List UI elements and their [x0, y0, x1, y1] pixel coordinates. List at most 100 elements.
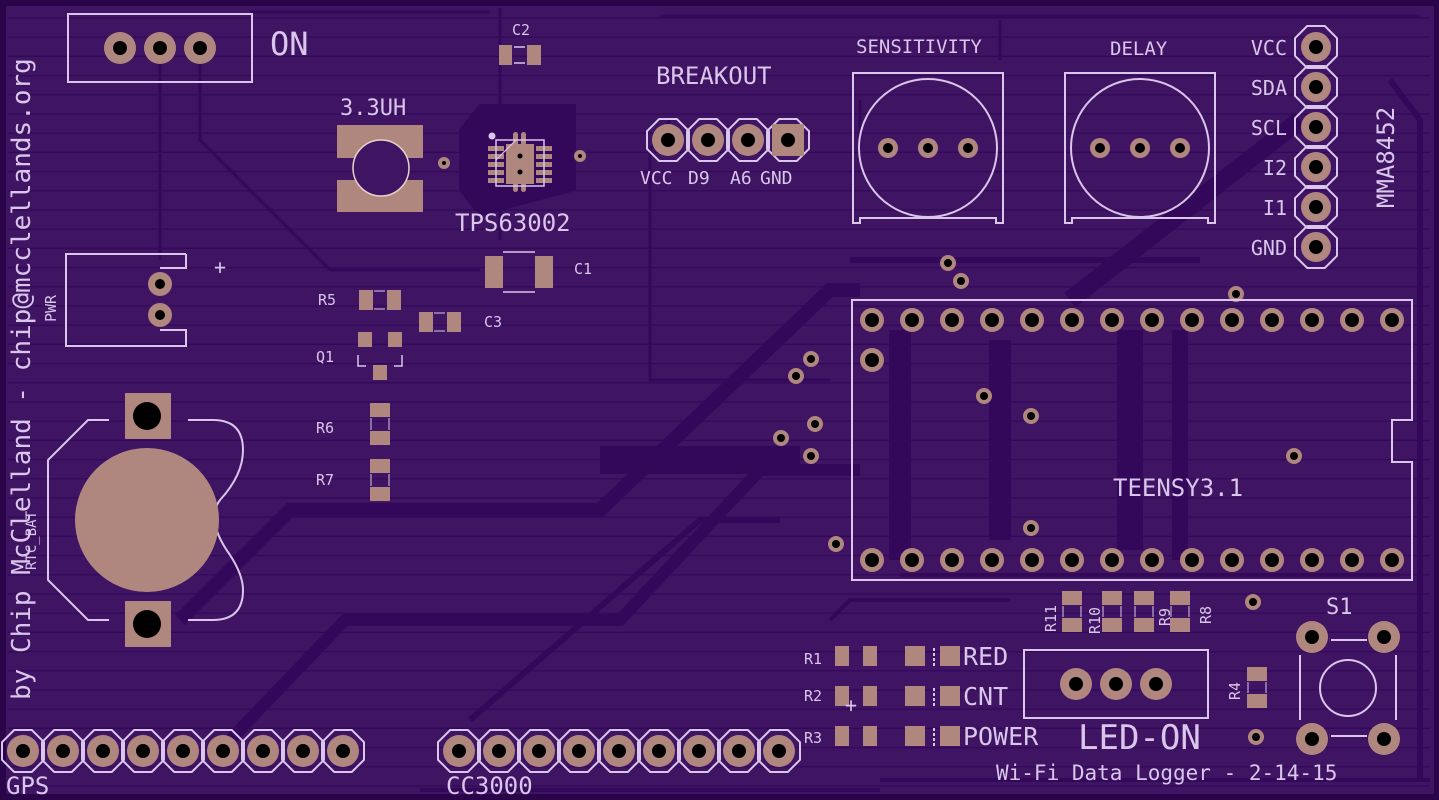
pad-outline: [686, 118, 730, 162]
teensy-pin: [860, 308, 884, 332]
cc3000-pin: [603, 735, 635, 767]
teensy-pin: [940, 548, 964, 572]
teensy-pin: [1220, 308, 1244, 332]
teensy-pin: [1100, 548, 1124, 572]
breakout-label: BREAKOUT: [656, 62, 772, 90]
gps-pin: [247, 735, 279, 767]
cc3000-pin: [723, 735, 755, 767]
pot-pin: [1130, 138, 1150, 158]
mma-pin: [1301, 72, 1331, 102]
power-connector: PWR +: [42, 253, 226, 347]
battery-pad: [75, 448, 219, 592]
gps-pin: [287, 735, 319, 767]
pad-outline: [1294, 105, 1338, 149]
r3-label: R3: [804, 729, 822, 747]
pwr-label: PWR: [42, 294, 60, 322]
via: [788, 368, 804, 384]
teensy-pin: [1300, 308, 1324, 332]
r5-label: R5: [318, 291, 336, 309]
breakout-pin-label: GND: [760, 168, 793, 189]
teensy-pin: [1020, 308, 1044, 332]
pad-outline: [1294, 65, 1338, 109]
pad-outline: [766, 118, 810, 162]
credit-text: by Chip McClelland - chip@mcclellands.or…: [7, 58, 37, 700]
plus-label: +: [214, 255, 226, 279]
r4-label: R4: [1226, 682, 1244, 700]
breakout-pin-label: A6: [730, 168, 752, 189]
pot-pin: [918, 138, 938, 158]
led-on-pin: [1100, 668, 1132, 700]
switch-button[interactable]: [1319, 659, 1377, 717]
pot-pin: [878, 138, 898, 158]
via: [976, 388, 992, 404]
via: [1245, 594, 1261, 610]
r1-label: R1: [804, 650, 822, 668]
teensy-pin: [1140, 548, 1164, 572]
cc3000-pin: [763, 735, 795, 767]
resistor-bank: R11 R10 R9 R8: [1042, 591, 1215, 634]
cc3000-pin: [523, 735, 555, 767]
teensy-pin: [980, 548, 1004, 572]
capacitor-c2: C2: [499, 21, 541, 65]
pad-outline: [1294, 225, 1338, 269]
via: [1286, 448, 1302, 464]
pad-outline: [437, 729, 481, 773]
via: [803, 351, 819, 367]
teensy-pin: [940, 308, 964, 332]
teensy-pin: [1180, 548, 1204, 572]
led-on-pin: [1140, 668, 1172, 700]
pad-outline: [757, 729, 801, 773]
pad-outline: [161, 729, 205, 773]
inductor-3-3uh: 3.3UH: [337, 96, 450, 212]
gps-pin: [87, 735, 119, 767]
teensy-pin: [900, 548, 924, 572]
transistor-section: R5 C3 Q1 R6 R7: [316, 290, 502, 501]
switch-s1[interactable]: S1: [1296, 595, 1400, 755]
teensy-pin: [1180, 308, 1204, 332]
pot-pin: [1090, 138, 1110, 158]
pad-outline: [1294, 185, 1338, 229]
teensy-label: TEENSY3.1: [1113, 474, 1243, 502]
pad-outline: [121, 729, 165, 773]
mma-pin: [1301, 32, 1331, 62]
pad-outline: [281, 729, 325, 773]
delay-pot: DELAY: [1064, 38, 1216, 224]
gps-pin: [167, 735, 199, 767]
via: [940, 255, 956, 271]
teensy-pin: [1060, 308, 1084, 332]
teensy-pin: [860, 548, 884, 572]
on-pin: [144, 32, 176, 64]
via: [803, 448, 819, 464]
teensy-pin: [1100, 308, 1124, 332]
c2-label: C2: [512, 21, 530, 39]
breakout-pin: [652, 124, 684, 156]
on-pin: [184, 32, 216, 64]
pad-outline: [1294, 25, 1338, 69]
pad-outline: [81, 729, 125, 773]
teensy-pin: [980, 308, 1004, 332]
pad-outline: [677, 729, 721, 773]
via: [1023, 408, 1039, 424]
cc3000-pin: [683, 735, 715, 767]
rtc-bat-label: RTC_BAT: [24, 510, 40, 570]
teensy-pin: [1340, 308, 1364, 332]
switch-pin: [1368, 621, 1400, 653]
pad-outline: [201, 729, 245, 773]
pad-outline: [41, 729, 85, 773]
via: [773, 430, 789, 446]
on-pin: [104, 32, 136, 64]
via: [1023, 520, 1039, 536]
s1-label: S1: [1326, 595, 1353, 620]
mma-pin-label: I1: [1263, 196, 1287, 220]
breakout-pin: [772, 124, 804, 156]
teensy-pin: [900, 308, 924, 332]
pad-outline: [517, 729, 561, 773]
pad-outline: [477, 729, 521, 773]
mma-pin-label: SCL: [1251, 116, 1287, 140]
q1-label: Q1: [316, 348, 334, 366]
teensy-pin: [860, 348, 884, 372]
pad-outline: [646, 118, 690, 162]
breakout-pin-label: D9: [688, 168, 710, 189]
teensy-pin: [1260, 308, 1284, 332]
